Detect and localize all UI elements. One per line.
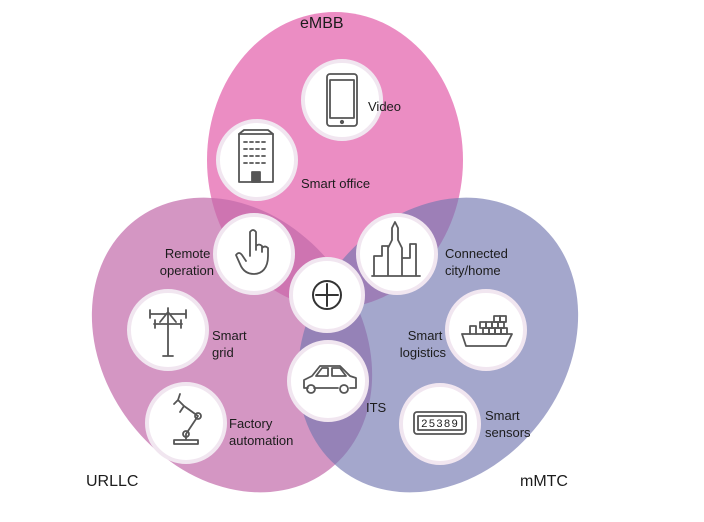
smart-sensors-label: Smart sensors (485, 408, 531, 440)
smartphone-icon (326, 73, 358, 127)
video-label: Video (368, 99, 401, 114)
office-building-icon (238, 129, 274, 183)
smart-grid-label: Smart grid (212, 328, 250, 360)
embb-label: eMBB (300, 15, 344, 32)
smart-logistics-circle (445, 289, 527, 371)
car-icon (303, 365, 357, 394)
remote-operation-circle (213, 213, 295, 295)
factory-automation-circle (145, 382, 227, 464)
cargo-ship-icon (461, 315, 513, 347)
factory-automation-label: Factory automation (229, 416, 293, 448)
meter-reading: 25389 (421, 419, 459, 431)
icon-circles (127, 59, 527, 465)
urllc-label: URLLC (86, 473, 138, 490)
smart-office-circle (216, 119, 298, 201)
city-skyline-icon (371, 221, 421, 277)
its-circle (287, 340, 369, 422)
its-label: ITS (366, 400, 387, 415)
mmtc-label: mMTC (520, 473, 568, 490)
meter-icon (413, 411, 467, 435)
remote-operation-label: Remote operation (160, 246, 214, 278)
video-circle (301, 59, 383, 141)
power-pole-icon (149, 307, 187, 357)
plus-circle-icon (312, 280, 342, 310)
smart-logistics-label: Smart logistics (400, 328, 447, 360)
robot-arm-icon (173, 393, 202, 445)
pointing-hand-icon (235, 229, 269, 275)
smart-office-label: Smart office (301, 176, 370, 191)
smart-sensors-circle (399, 383, 481, 465)
connected-city-label: Connected city/home (445, 246, 512, 278)
